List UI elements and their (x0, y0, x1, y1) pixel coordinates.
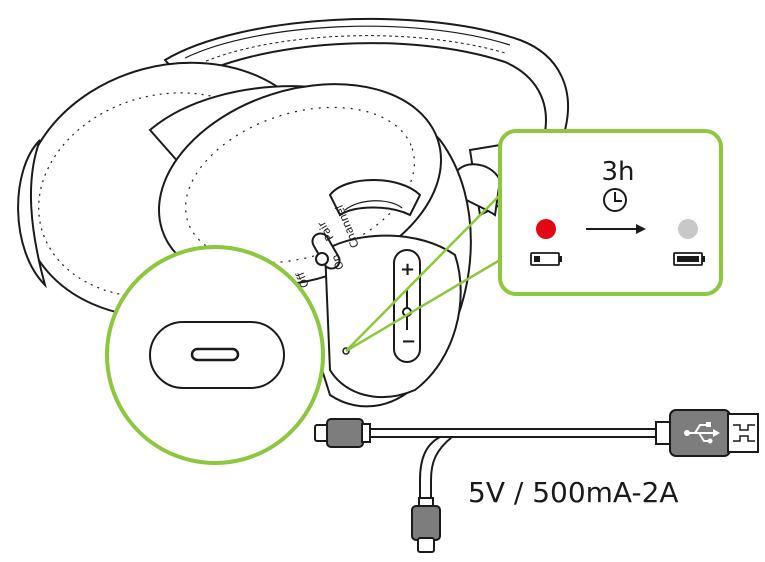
usb-a-plug (655, 409, 759, 457)
usb-c-port-icon (190, 347, 240, 362)
led-full (678, 219, 698, 239)
volume-plus: + (400, 259, 415, 280)
headphone (17, 17, 569, 408)
charge-time: 3h (601, 157, 634, 187)
battery-low-icon (530, 252, 562, 266)
usb-c-plug-bottom (411, 497, 441, 553)
right-ear-cup (148, 83, 472, 408)
usb-icon (684, 422, 720, 444)
usb-c-port-zoom (105, 245, 325, 465)
volume-minus: − (401, 331, 416, 352)
power-spec: 5V / 500mA-2A (468, 476, 679, 509)
battery-full-icon (673, 252, 705, 266)
clock-icon (603, 188, 627, 212)
label-on: On (329, 252, 347, 271)
arrow-right-icon (586, 224, 646, 234)
usb-c-plug-left (314, 418, 371, 448)
power-switch (311, 232, 341, 270)
led-charging (536, 219, 556, 239)
charging-cable (314, 409, 759, 553)
